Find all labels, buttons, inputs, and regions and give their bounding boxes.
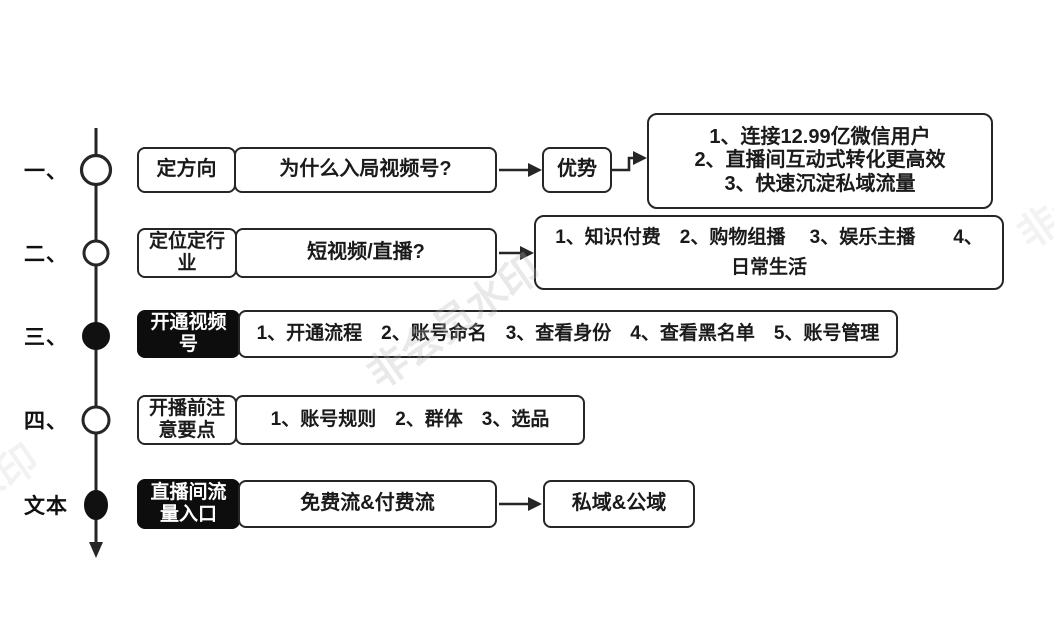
row2-tag-box: 定位定行业 <box>137 228 237 278</box>
arrow-row1-node-to-detail <box>612 151 647 172</box>
timeline-label-4: 四、 <box>24 410 68 433</box>
timeline-arrowhead-icon <box>89 542 103 558</box>
row1-detail-box: 1、连接12.99亿微信用户 2、直播间互动式转化更高效 3、快速沉淀私域流量 <box>647 113 993 209</box>
timeline-axis <box>79 128 113 558</box>
timeline-node-4-icon <box>81 405 111 435</box>
row2-question-box: 短视频/直播? <box>235 228 497 278</box>
row1-detail-point-1: 1、连接12.99亿微信用户 <box>709 125 931 148</box>
row4-tag-box: 开播前注意要点 <box>137 395 237 445</box>
row5-flow-box: 免费流&付费流 <box>238 480 497 528</box>
timeline-label-5: 文本 <box>24 495 68 518</box>
row1-detail-point-2: 2、直播间互动式转化更高效 <box>694 149 946 172</box>
row1-tag-box: 定方向 <box>137 147 236 193</box>
timeline-node-3-icon <box>82 322 110 350</box>
row4-items-box: 1、账号规则 2、群体 3、选品 <box>235 395 585 445</box>
row3-items-box: 1、开通流程 2、账号命名 3、查看身份 4、查看黑名单 5、账号管理 <box>238 310 898 358</box>
row3-tag-box: 开通视频号 <box>137 310 240 358</box>
timeline-label-1: 一、 <box>24 160 68 183</box>
row1-detail-point-3: 3、快速沉淀私域流量 <box>724 172 916 195</box>
row2-detail-box: 1、知识付费 2、购物组播 3、娱乐主播 4、日常生活 <box>534 215 1004 290</box>
timeline-node-5-icon <box>84 490 108 520</box>
arrow-row5-flow-to-target <box>499 497 542 511</box>
timeline-node-2-icon <box>82 239 110 267</box>
row1-advantage-box: 优势 <box>542 147 612 193</box>
arrow-row2-question-to-detail <box>499 246 534 260</box>
timeline-node-1-icon <box>79 153 113 187</box>
arrow-row1-question-to-node <box>499 163 542 177</box>
row5-tag-box: 直播间流量入口 <box>137 479 240 529</box>
timeline-label-2: 二、 <box>24 243 68 266</box>
row1-question-box: 为什么入局视频号? <box>234 147 497 193</box>
row5-target-box: 私域&公域 <box>543 480 695 528</box>
timeline-label-3: 三、 <box>24 326 68 349</box>
